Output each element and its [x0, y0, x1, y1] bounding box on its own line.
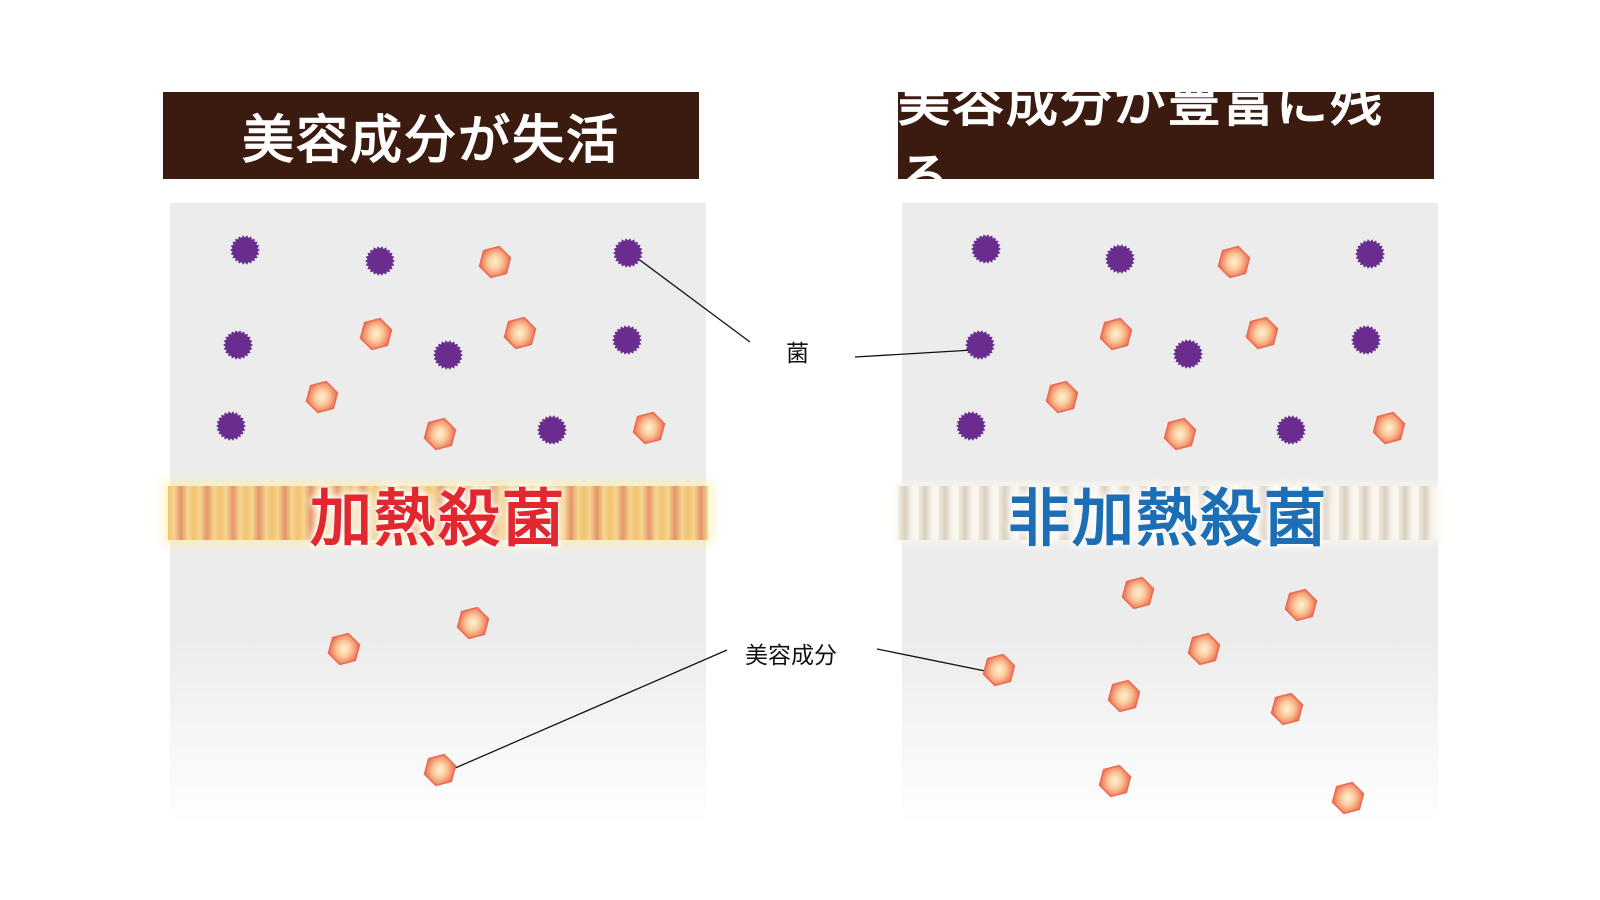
bacteria-icon [1351, 325, 1381, 355]
beauty-ingredient-icon [982, 653, 1016, 687]
beauty-ingredient-icon [1270, 692, 1304, 726]
beauty-ingredient-icon [423, 417, 457, 451]
non-heat-sterilization-label: 非加熱殺菌 [1007, 482, 1328, 555]
beauty-ingredient-icon [1331, 781, 1365, 815]
bacteria-icon [956, 411, 986, 441]
beauty-ingredient-icon [1098, 764, 1132, 798]
beauty-ingredient-icon [1099, 317, 1133, 351]
beauty-ingredient-icon [1245, 316, 1279, 350]
bacteria-icon [537, 415, 567, 445]
beauty-ingredient-icon [1217, 245, 1251, 279]
beauty-ingredient-icon [327, 632, 361, 666]
beauty-ingredient-icon [503, 316, 537, 350]
beauty-ingredient-icon [305, 380, 339, 414]
beauty-ingredient-icon [632, 411, 666, 445]
bacteria-icon [612, 325, 642, 355]
heat-sterilization-band [168, 486, 708, 540]
bacteria-icon [1276, 415, 1306, 445]
heat-sterilization-label: 加熱殺菌 [309, 482, 566, 555]
ingredient-leader-line-right [876, 648, 996, 674]
beauty-ingredient-icon [478, 245, 512, 279]
beauty-ingredient-icon [1121, 576, 1155, 610]
bacteria-icon [1173, 339, 1203, 369]
beauty-ingredient-icon [1045, 380, 1079, 414]
bacteria-icon [223, 330, 253, 360]
beauty-ingredient-icon [1372, 411, 1406, 445]
bacteria-leader-line-right [854, 349, 974, 358]
bacteria-icon [230, 235, 260, 265]
beauty-ingredient-icon [1107, 679, 1141, 713]
beauty-ingredient-icon [1187, 632, 1221, 666]
bacteria-icon [1355, 239, 1385, 269]
particles-layer [216, 234, 1406, 815]
bacteria-icon [433, 340, 463, 370]
beauty-ingredient-callout-label: 美容成分 [745, 643, 837, 669]
left-header: 美容成分が失活 [163, 92, 699, 179]
bacteria-icon [1105, 244, 1135, 274]
bacteria-icon [365, 246, 395, 276]
bacteria-icon [216, 411, 246, 441]
beauty-ingredient-icon [359, 317, 393, 351]
callout-lines [445, 254, 996, 773]
beauty-ingredient-icon [423, 753, 457, 787]
bacteria-icon [613, 238, 643, 268]
bacteria-icon [971, 234, 1001, 264]
bacteria-callout-label: 菌 [786, 341, 809, 367]
bacteria-icon [965, 330, 995, 360]
ingredient-leader-line-left [445, 649, 728, 773]
beauty-ingredient-icon [1284, 588, 1318, 622]
beauty-ingredient-icon [456, 606, 490, 640]
beauty-ingredient-icon [1163, 417, 1197, 451]
non-heat-sterilization-band [898, 486, 1438, 540]
bacteria-leader-line-left [632, 254, 751, 343]
